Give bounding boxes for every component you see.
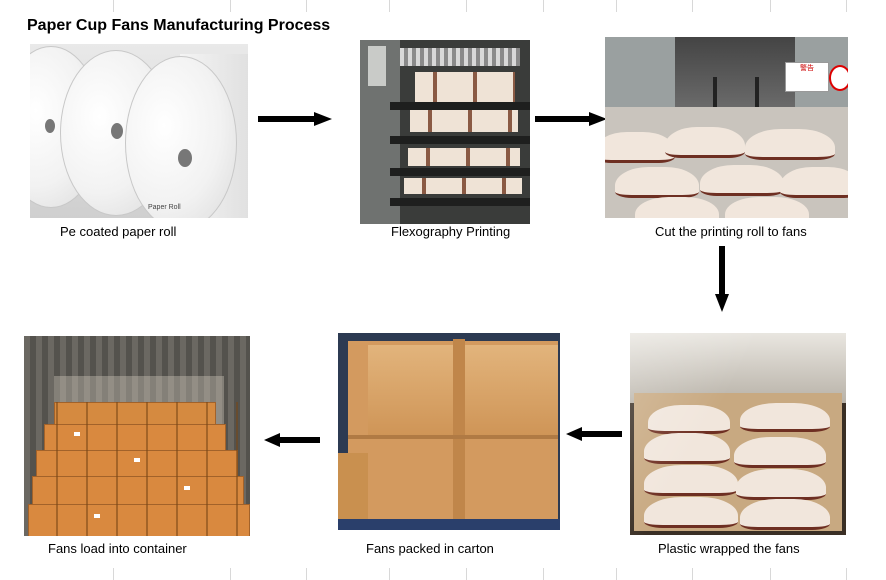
roll-label: Paper Roll bbox=[148, 204, 181, 211]
arrow-right-icon bbox=[258, 112, 332, 126]
caption-flexography: Flexography Printing bbox=[391, 224, 511, 239]
cutting-fans-photo: 警告 bbox=[605, 37, 848, 218]
plastic-wrapped-photo bbox=[630, 333, 846, 535]
page-title: Paper Cup Fans Manufacturing Process bbox=[27, 17, 331, 34]
container-loading-photo bbox=[24, 336, 250, 536]
caption-pe-coated-roll: Pe coated paper roll bbox=[60, 224, 177, 239]
caption-cut-roll: Cut the printing roll to fans bbox=[655, 224, 807, 239]
warning-sign: 警告 bbox=[785, 62, 829, 92]
arrow-left-icon bbox=[264, 433, 320, 447]
carton-photo bbox=[338, 333, 560, 530]
caption-load-container: Fans load into container bbox=[48, 541, 187, 556]
arrow-down-icon bbox=[715, 246, 729, 312]
arrow-left-icon bbox=[566, 427, 622, 441]
caption-plastic-wrapped: Plastic wrapped the fans bbox=[658, 541, 800, 556]
arrow-right-icon bbox=[535, 112, 607, 126]
flexo-printing-photo bbox=[360, 40, 530, 224]
caption-packed-carton: Fans packed in carton bbox=[366, 541, 494, 556]
paper-roll-photo: Paper Roll bbox=[30, 44, 248, 218]
